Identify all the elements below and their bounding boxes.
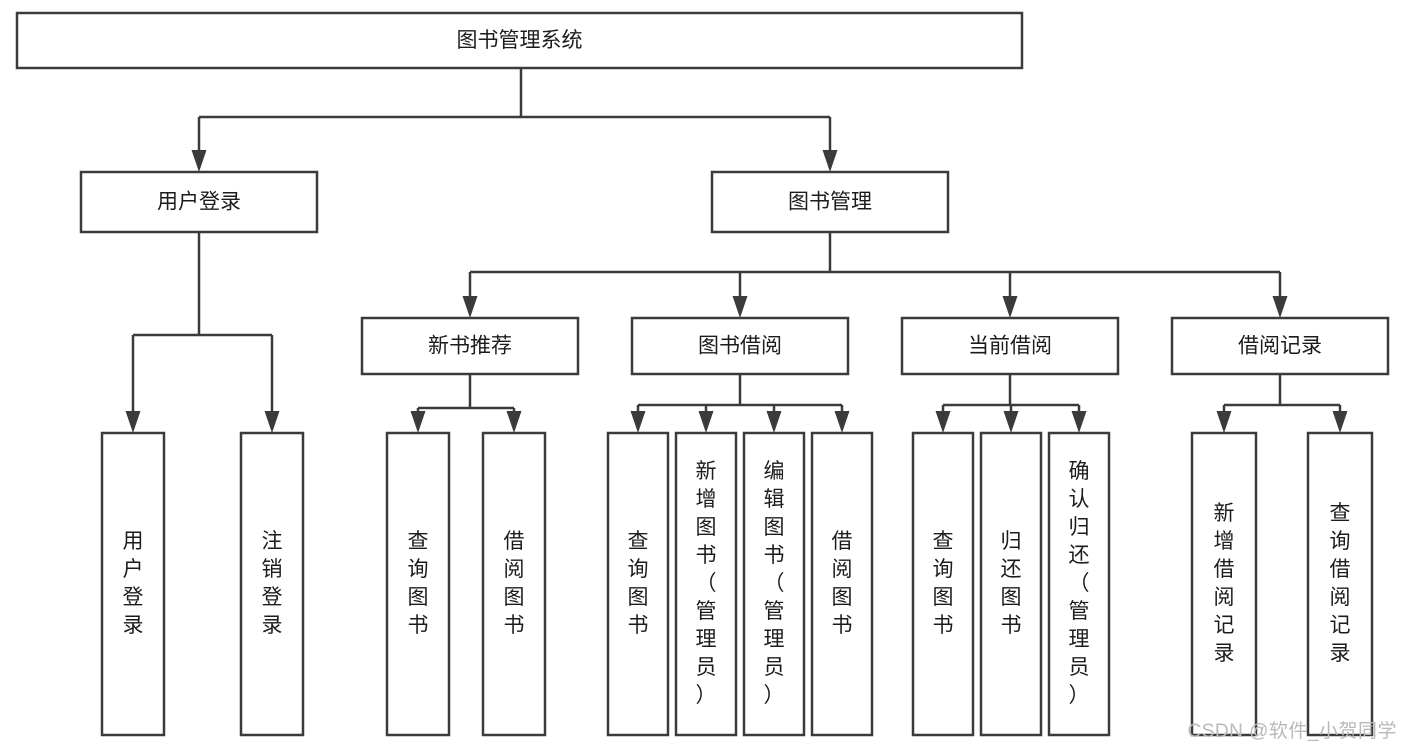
leaf-node-label: 借阅图书: [832, 530, 853, 637]
connector-group: [410, 374, 522, 433]
connectors-layer: [125, 68, 1348, 433]
leaf-node-box[interactable]: [100, 431, 166, 737]
leaf-node-box[interactable]: [481, 431, 547, 737]
level1-node-box[interactable]: [710, 170, 950, 234]
level2-node-label: 图书借阅: [698, 335, 782, 358]
leaf-node-box[interactable]: [810, 431, 874, 737]
level1-node-label: 图书管理: [788, 191, 872, 214]
node-l-add-book-admin[interactable]: 新增图书（管理员）: [674, 431, 738, 737]
leaf-node-box[interactable]: [1047, 431, 1111, 737]
leaf-node-label: 查询图书: [933, 530, 954, 637]
connector-group: [630, 374, 850, 433]
arrow-head-icon: [766, 411, 782, 433]
arrow-head-icon: [822, 150, 838, 172]
node-l-return-book[interactable]: 归还图书: [979, 431, 1043, 737]
arrow-head-icon: [462, 296, 478, 318]
leaf-node-box[interactable]: [979, 431, 1043, 737]
leaf-node-label: 确认归还（管理员）: [1069, 460, 1090, 707]
connector-group: [125, 232, 280, 433]
leaf-node-box[interactable]: [1190, 431, 1258, 737]
root-node-box[interactable]: [15, 11, 1024, 70]
arrow-head-icon: [1003, 411, 1019, 433]
leaf-node-label: 查询图书: [628, 530, 649, 637]
arrow-head-icon: [410, 411, 426, 433]
leaf-node-box[interactable]: [606, 431, 670, 737]
leaf-node-box[interactable]: [674, 431, 738, 737]
node-l-borrow-book-rec[interactable]: 借阅图书: [481, 431, 547, 737]
arrow-head-icon: [1332, 411, 1348, 433]
arrow-head-icon: [1002, 296, 1018, 318]
node-l-query-book-brw[interactable]: 查询图书: [606, 431, 670, 737]
leaf-node-label: 借阅图书: [504, 530, 525, 637]
leaf-node-box[interactable]: [1306, 431, 1374, 737]
node-l-query-book-rec[interactable]: 查询图书: [385, 431, 451, 737]
arrow-head-icon: [1216, 411, 1232, 433]
leaf-node-box[interactable]: [239, 431, 305, 737]
arrow-head-icon: [506, 411, 522, 433]
node-l-confirm-return-admin[interactable]: 确认归还（管理员）: [1047, 431, 1111, 737]
node-l-user-login[interactable]: 用户登录: [100, 431, 166, 737]
leaf-node-box[interactable]: [742, 431, 806, 737]
leaf-node-label: 归还图书: [1001, 530, 1022, 637]
arrow-head-icon: [630, 411, 646, 433]
leaf-node-label: 用户登录: [123, 530, 144, 637]
arrow-head-icon: [191, 150, 207, 172]
level2-node-box[interactable]: [630, 316, 850, 376]
node-n-new-book-rec[interactable]: 新书推荐: [360, 316, 580, 376]
connector-group: [935, 374, 1087, 433]
level2-node-label: 当前借阅: [968, 335, 1052, 358]
arrow-head-icon: [834, 411, 850, 433]
connector-group: [462, 232, 1288, 318]
leaf-node-label: 新增借阅记录: [1214, 502, 1235, 665]
node-n-user-login[interactable]: 用户登录: [79, 170, 319, 234]
arrow-head-icon: [698, 411, 714, 433]
csdn-watermark: CSDN @软件_小贺同学: [1187, 721, 1397, 742]
connector-group: [1216, 374, 1348, 433]
leaf-node-label: 编辑图书（管理员）: [764, 460, 785, 707]
leaf-node-box[interactable]: [385, 431, 451, 737]
arrow-head-icon: [732, 296, 748, 318]
node-l-borrow-book-brw[interactable]: 借阅图书: [810, 431, 874, 737]
level1-node-label: 用户登录: [157, 191, 241, 214]
node-l-edit-book-admin[interactable]: 编辑图书（管理员）: [742, 431, 806, 737]
leaf-node-box[interactable]: [911, 431, 975, 737]
node-n-book-borrow[interactable]: 图书借阅: [630, 316, 850, 376]
node-l-query-borrow-record[interactable]: 查询借阅记录: [1306, 431, 1374, 737]
node-n-current-borrow[interactable]: 当前借阅: [900, 316, 1120, 376]
root-node-label: 图书管理系统: [457, 29, 583, 52]
leaf-node-label: 查询图书: [408, 530, 429, 637]
arrow-head-icon: [125, 411, 141, 433]
connector-group: [191, 68, 838, 172]
level2-node-box[interactable]: [1170, 316, 1390, 376]
arrow-head-icon: [1071, 411, 1087, 433]
level2-node-box[interactable]: [900, 316, 1120, 376]
node-n-borrow-record[interactable]: 借阅记录: [1170, 316, 1390, 376]
arrow-head-icon: [935, 411, 951, 433]
nodes-layer: 图书管理系统用户登录图书管理新书推荐图书借阅当前借阅借阅记录用户登录注销登录查询…: [15, 11, 1390, 737]
node-l-logout-login[interactable]: 注销登录: [239, 431, 305, 737]
node-n-book-manage[interactable]: 图书管理: [710, 170, 950, 234]
node-root[interactable]: 图书管理系统: [15, 11, 1024, 70]
leaf-node-label: 注销登录: [262, 530, 283, 637]
node-l-query-book-cur[interactable]: 查询图书: [911, 431, 975, 737]
level2-node-label: 新书推荐: [428, 335, 512, 358]
arrow-head-icon: [264, 411, 280, 433]
leaf-node-label: 查询借阅记录: [1330, 502, 1351, 665]
node-l-add-borrow-record[interactable]: 新增借阅记录: [1190, 431, 1258, 737]
level2-node-label: 借阅记录: [1238, 335, 1322, 358]
level2-node-box[interactable]: [360, 316, 580, 376]
arrow-head-icon: [1272, 296, 1288, 318]
level1-node-box[interactable]: [79, 170, 319, 234]
leaf-node-label: 新增图书（管理员）: [696, 460, 717, 707]
